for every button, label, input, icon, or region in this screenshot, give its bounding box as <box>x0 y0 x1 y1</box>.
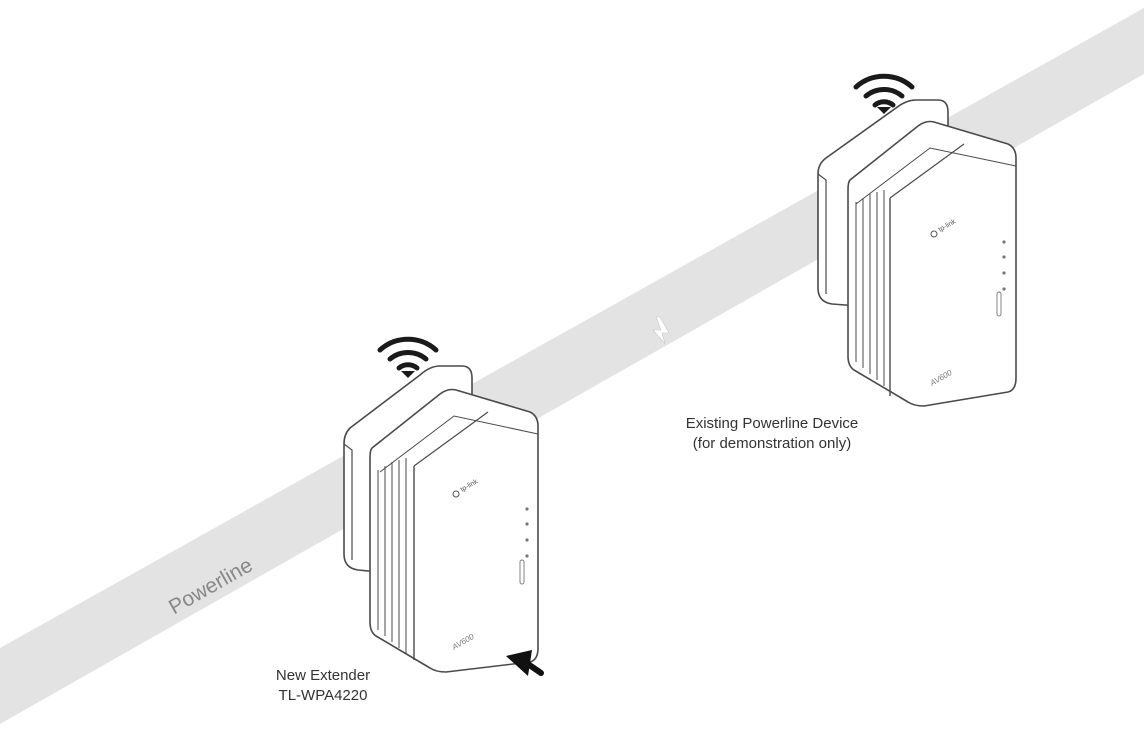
led-indicator <box>1002 240 1006 244</box>
wifi-icon <box>377 336 439 371</box>
lightning-icon <box>652 316 670 345</box>
led-indicator <box>525 507 529 511</box>
pair-button <box>519 559 525 585</box>
led-indicator <box>1002 255 1006 259</box>
pair-button <box>996 291 1002 317</box>
led-indicator <box>525 522 529 526</box>
existing-device-title: Existing Powerline Device <box>685 415 859 432</box>
led-indicator <box>1002 287 1006 291</box>
new-extender-device: tp-link AV600 <box>343 365 539 673</box>
tp-link-logo-icon <box>930 230 938 238</box>
new-extender-title: New Extender <box>275 667 371 684</box>
existing-powerline-device: tp-link AV600 <box>817 99 1017 407</box>
led-indicator <box>525 538 529 542</box>
arrow-icon <box>506 650 544 676</box>
new-extender-caption: New Extender TL-WPA4220 <box>246 666 400 706</box>
device-body <box>369 388 539 673</box>
existing-device-note: (for demonstration only) <box>692 435 852 452</box>
led-indicator <box>525 554 529 558</box>
new-extender-model: TL-WPA4220 <box>278 687 368 704</box>
device-body <box>847 120 1017 407</box>
existing-device-caption: Existing Powerline Device (for demonstra… <box>662 414 882 454</box>
tp-link-logo-icon <box>452 490 460 498</box>
led-indicator <box>1002 271 1006 275</box>
wifi-icon <box>853 73 915 108</box>
